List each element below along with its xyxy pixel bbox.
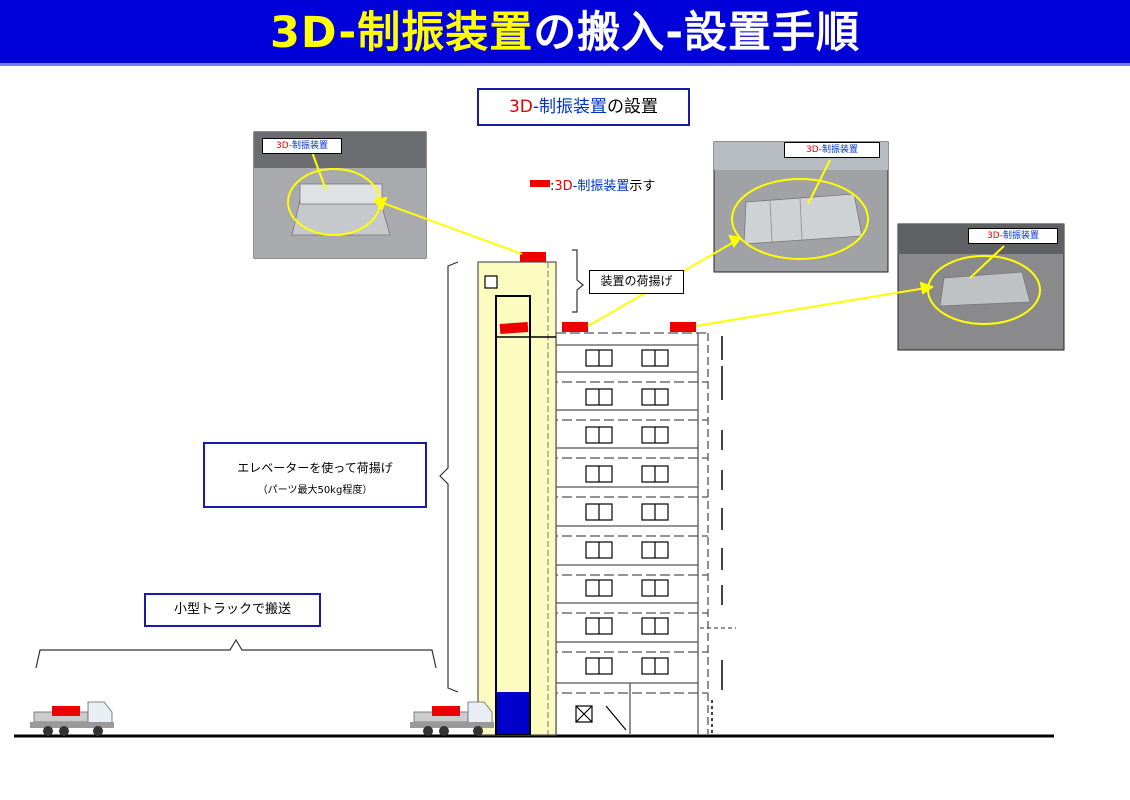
photo-tag-left: 3D-制振装置 bbox=[262, 138, 342, 154]
device-marker-tower-top bbox=[520, 252, 546, 262]
tower-hatch bbox=[484, 275, 498, 289]
device-marker-roof-b bbox=[670, 322, 696, 332]
elevator-label-line1: エレベーターを使って荷揚げ bbox=[237, 461, 393, 475]
elevator-brace bbox=[439, 261, 459, 693]
photo-roof-right-upper bbox=[713, 141, 889, 273]
truck-right bbox=[410, 701, 494, 736]
truck-brace bbox=[35, 638, 437, 669]
elevator-car bbox=[497, 692, 529, 734]
device-marker-roof-a bbox=[562, 322, 588, 332]
page-title-highlight: 3D-制振装置 bbox=[269, 8, 534, 58]
elevator-label-line2: （パーツ最大50kg程度） bbox=[257, 485, 373, 496]
truck-left bbox=[30, 701, 114, 736]
elevator-label-box: エレベーターを使って荷揚げ （パーツ最大50kg程度） bbox=[203, 442, 427, 508]
device-markers bbox=[499, 180, 696, 334]
building-windows bbox=[575, 349, 669, 731]
elevator-shaft bbox=[495, 295, 531, 735]
title-banner: 3D-制振装置の搬入-設置手順 bbox=[0, 0, 1130, 66]
page-title: 3D-制振装置の搬入-設置手順 bbox=[270, 8, 860, 58]
subtitle-box: 3D-制振装置の設置 bbox=[477, 88, 690, 126]
photo-tag-right-upper: 3D-制振装置 bbox=[784, 142, 880, 158]
balcony-rails bbox=[711, 336, 723, 734]
truck-label-box: 小型トラックで搬送 bbox=[144, 593, 321, 627]
photo-tag-right-lower: 3D-制振装置 bbox=[968, 228, 1058, 244]
device-marker-in-shaft bbox=[499, 322, 529, 334]
device-legend: :3D-制振装置示す bbox=[550, 179, 656, 194]
lifting-label-box: 装置の荷揚げ bbox=[589, 270, 684, 294]
page-title-rest: の搬入-設置手順 bbox=[533, 8, 861, 58]
legend-marker bbox=[530, 180, 550, 187]
lifting-brace bbox=[572, 249, 584, 313]
